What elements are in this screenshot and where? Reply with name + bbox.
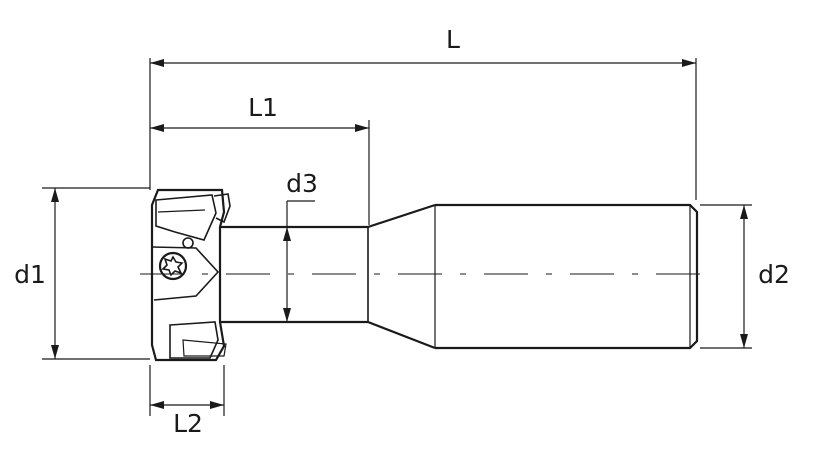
upper-insert-edge [157, 209, 206, 213]
torx-screw-icon [158, 251, 188, 281]
label-L2: L2 [173, 409, 203, 438]
shank-body [435, 203, 699, 350]
head-outline [150, 188, 226, 362]
bottom-insert [169, 321, 219, 359]
dimension-d1: d1 [14, 188, 59, 359]
upper-insert-tip [213, 193, 231, 224]
torx-star-icon [161, 255, 184, 277]
label-d1: d1 [14, 260, 46, 289]
upper-insert [155, 194, 217, 241]
dimension-d2: d2 [740, 205, 790, 348]
lower-insert-pocket [151, 246, 220, 301]
label-d3: d3 [286, 169, 318, 198]
label-L1: L1 [248, 93, 278, 122]
label-L: L [446, 25, 460, 54]
cutter-head [150, 188, 231, 362]
dimension-d3: d3 [283, 169, 318, 322]
bottom-insert-detail [182, 339, 227, 357]
small-hole [182, 237, 194, 249]
dimension-L1: L1 [150, 93, 369, 132]
extension-lines [42, 58, 752, 416]
dimension-L2: L2 [150, 401, 224, 438]
tool-outline [219, 203, 699, 350]
label-d2: d2 [758, 260, 790, 289]
taper-body [367, 203, 436, 350]
dimension-L: L [150, 25, 696, 67]
neck-body [220, 225, 368, 324]
